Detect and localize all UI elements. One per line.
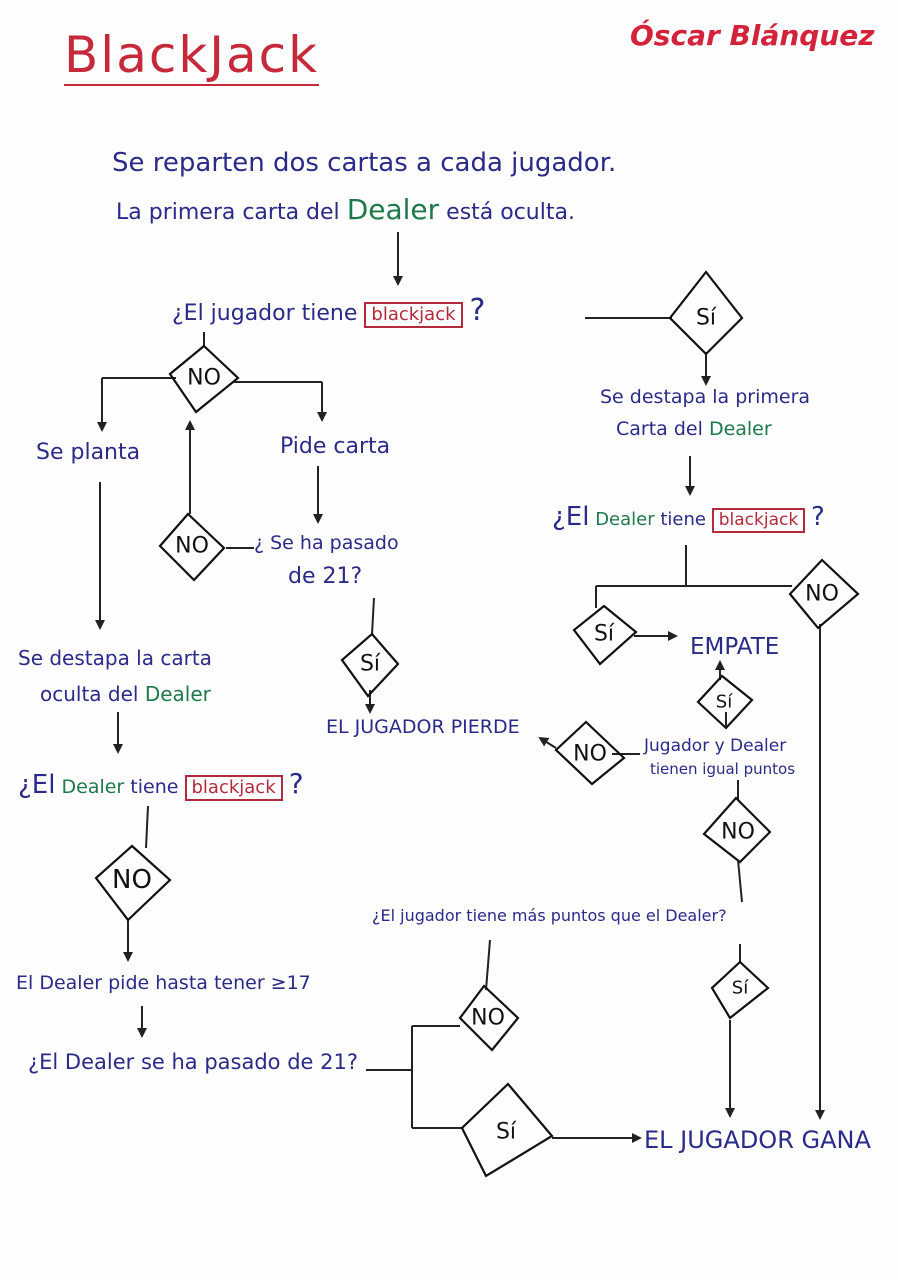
diamond-label-no: NO [471,1005,505,1031]
q-dealer-bj2-blackjack-box: blackjack [184,775,283,801]
diamond-label-no: NO [112,865,152,895]
reveal-hidden-line-2-dealer: Dealer [144,682,211,706]
intro-line-2-a: La primera carta del [116,200,340,225]
q-dealer-bj2-a: ¿El [18,770,56,800]
reveal-hidden-line-2: oculta del Dealer [40,684,211,704]
q-dealer-bj1-blackjack-box: blackjack [711,508,806,533]
decision-diamond [340,632,400,698]
intro-line-2-b: está oculta. [446,200,575,225]
intro-line-2: La primera carta del Dealer está oculta. [116,196,575,224]
q-dealer-bj2-c: ? [288,767,304,800]
question-pasado-21-line-1: ¿ Se ha pasado [254,532,399,554]
question-igual-puntos-line-1: Jugador y Dealer [644,736,787,756]
connector [737,859,743,903]
q-dealer-bj2-dealer: Dealer [61,776,125,798]
q1-text: ¿El jugador tiene [172,301,358,326]
result-jugador-pierde: EL JUGADOR PIERDE [326,716,520,738]
question-player-blackjack: ¿El jugador tiene blackjack ? [172,296,485,328]
reveal-first-line-2: Carta del Dealer [616,420,772,439]
question-pasado-21-line-2: de 21? [288,564,363,589]
q1-blackjack-box: blackjack [364,302,463,328]
decision-diamond [702,796,772,864]
reveal-first-line-2-a: Carta del [616,418,703,440]
q1-question-mark: ? [469,293,486,328]
diamond-label-si: Sí [695,305,717,331]
q-dealer-bj1-b: tiene [660,509,706,530]
reveal-first-line-1: Se destapa la primera [600,386,811,408]
decision-diamond [94,844,172,922]
connector [485,939,491,991]
decision-diamond [572,604,638,666]
decision-diamond [696,674,754,730]
result-jugador-gana: EL JUGADOR GANA [644,1126,871,1154]
connector [371,597,375,635]
decision-diamond [554,720,626,786]
question-dealer-blackjack-2: ¿El Dealer tiene blackjack ? [18,770,304,801]
intro-line-1: Se reparten dos cartas a cada jugador. [112,148,617,178]
diamond-label-si: Sí [731,977,749,999]
diamond-label-no: NO [573,741,607,767]
decision-diamond [788,558,860,630]
reveal-hidden-line-2-a: oculta del [40,682,139,706]
diamond-label-no: NO [175,533,209,559]
diamond-label-si: Sí [495,1119,517,1145]
author-name: Óscar Blánquez [630,19,875,52]
step-pide-carta: Pide carta [280,434,391,459]
question-igual-puntos-line-2: tienen igual puntos [650,760,796,778]
diamond-label-no: NO [721,819,755,845]
connector [538,736,557,749]
reveal-hidden-line-1: Se destapa la carta [18,646,212,670]
intro-line-2-dealer: Dealer [346,193,440,226]
diamond-label-no: NO [187,365,221,391]
diamond-label-si: Sí [593,621,615,647]
q-dealer-bj1-c: ? [810,502,825,532]
decision-diamond [460,1082,554,1178]
question-dealer-blackjack-1: ¿El Dealer tiene blackjack ? [552,504,825,533]
decision-diamond [158,512,226,582]
step-se-planta: Se planta [36,440,141,465]
reveal-first-line-2-dealer: Dealer [708,418,772,440]
q-dealer-bj1-a: ¿El [552,502,590,532]
page-title: BlackJack [64,26,320,86]
decision-diamond [168,344,240,414]
q-dealer-bj2-b: tiene [130,776,179,798]
decision-diamond [710,960,770,1020]
question-mas-puntos: ¿El jugador tiene más puntos que el Deal… [372,906,727,925]
question-dealer-pasado: ¿El Dealer se ha pasado de 21? [28,1050,358,1074]
q-dealer-bj1-dealer: Dealer [595,509,655,530]
step-dealer-pide: El Dealer pide hasta tener ≥17 [16,972,311,994]
decision-diamond [458,984,520,1052]
result-empate: EMPATE [690,634,780,660]
diamond-label-no: NO [805,581,839,607]
diamond-label-si: Sí [715,691,733,713]
connector [145,805,149,849]
decision-diamond [668,270,744,356]
diamond-label-si: Sí [359,651,381,677]
